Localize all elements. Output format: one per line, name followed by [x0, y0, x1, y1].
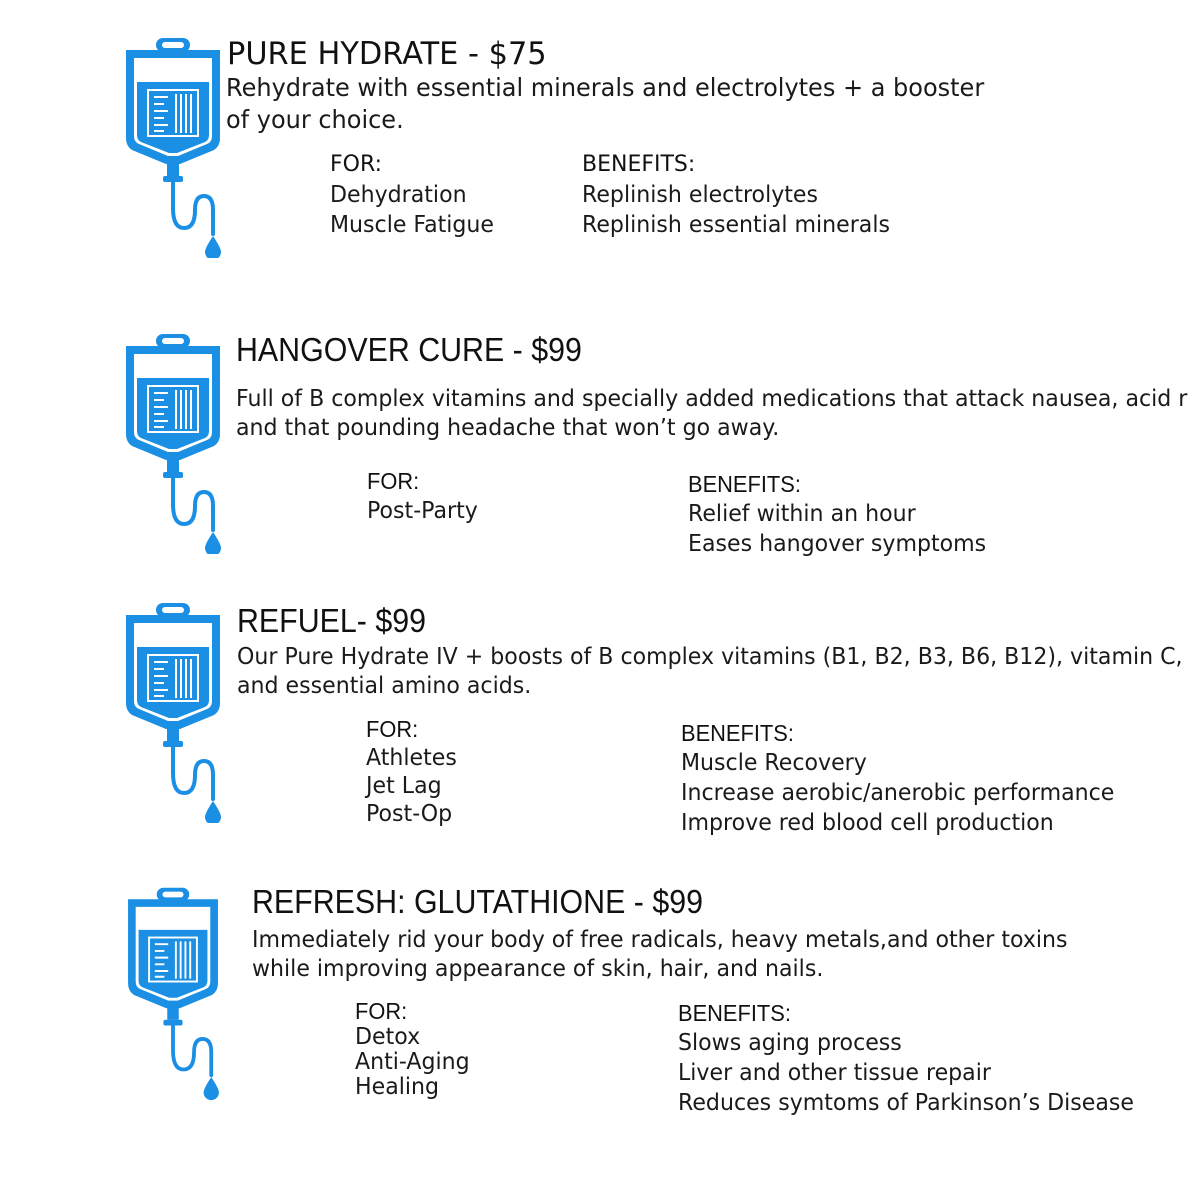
iv-bag-icon	[118, 334, 228, 554]
treatment-title: HANGOVER CURE - $99	[236, 331, 582, 368]
benefits-column: BENEFITS: Replinish electrolytes Replini…	[582, 150, 903, 240]
treatment-description-line: Our Pure Hydrate IV + boosts of B comple…	[237, 644, 1183, 670]
benefits-list: Muscle Recovery Increase aerobic/anerobi…	[681, 748, 1132, 838]
benefits-list-item: Muscle Recovery	[681, 750, 867, 776]
for-list-item: Post-Party	[367, 498, 478, 524]
benefits-heading: BENEFITS:	[681, 720, 794, 746]
for-column: FOR: Dehydration Muscle Fatigue	[330, 150, 501, 240]
benefits-column: BENEFITS: Slows aging process Liver and …	[678, 998, 1153, 1118]
benefits-list: Replinish electrolytes Replinish essenti…	[582, 180, 903, 240]
treatment-description-line: and that pounding headache that won’t go…	[236, 415, 780, 441]
for-list-item: Jet Lag	[366, 773, 442, 799]
for-column: FOR: Post-Party	[367, 466, 482, 526]
for-list-item: Detox	[355, 1024, 421, 1050]
for-list: Post-Party	[367, 496, 482, 526]
benefits-list: Slows aging process Liver and other tiss…	[678, 1028, 1153, 1118]
benefits-heading: BENEFITS:	[678, 1000, 791, 1026]
benefits-column: BENEFITS: Relief within an hour Eases ha…	[688, 469, 999, 559]
for-heading: FOR:	[355, 998, 408, 1024]
benefits-list-item: Replinish electrolytes	[582, 182, 819, 208]
iv-bag-icon	[118, 603, 228, 823]
benefits-list-item: Increase aerobic/anerobic performance	[681, 780, 1115, 806]
for-list-item: Muscle Fatigue	[330, 212, 495, 238]
for-list-item: Dehydration	[330, 182, 467, 208]
benefits-list-item: Eases hangover symptoms	[688, 531, 987, 557]
treatment-title: REFUEL- $99	[237, 602, 426, 639]
treatment-description-line: while improving appearance of skin, hair…	[252, 956, 824, 982]
treatment-title: PURE HYDRATE - $75	[227, 36, 547, 72]
for-list-item: Anti-Aging	[355, 1049, 470, 1075]
for-heading: FOR:	[367, 468, 420, 494]
for-column: FOR: Detox Anti-Aging Healing	[355, 998, 474, 1100]
treatment-description-line: Full of B complex vitamins and specially…	[236, 386, 1188, 412]
for-heading: FOR:	[330, 152, 382, 177]
benefits-list-item: Reduces symtoms of Parkinson’s Disease	[678, 1090, 1135, 1116]
benefits-list-item: Replinish essential minerals	[582, 212, 890, 238]
for-list: Athletes Jet Lag Post-Op	[366, 744, 461, 828]
benefits-list-item: Relief within an hour	[688, 501, 916, 527]
for-list-item: Healing	[355, 1074, 439, 1100]
benefits-list-item: Slows aging process	[678, 1030, 902, 1056]
benefits-heading: BENEFITS:	[688, 471, 801, 497]
benefits-list-item: Liver and other tissue repair	[678, 1060, 991, 1086]
benefits-column: BENEFITS: Muscle Recovery Increase aerob…	[681, 718, 1132, 838]
benefits-list-item: Improve red blood cell production	[681, 810, 1054, 836]
iv-bag-icon	[118, 38, 228, 258]
for-list: Dehydration Muscle Fatigue	[330, 180, 501, 240]
for-list-item: Athletes	[366, 745, 457, 771]
for-list: Detox Anti-Aging Healing	[355, 1025, 474, 1100]
treatment-description-line: Immediately rid your body of free radica…	[252, 927, 1068, 953]
treatment-description-line: and essential amino acids.	[237, 673, 532, 699]
treatment-description-line: of your choice.	[226, 105, 404, 134]
treatment-title: REFRESH: GLUTATHIONE - $99	[252, 883, 703, 920]
for-list-item: Post-Op	[366, 801, 453, 827]
treatment-description-line: Rehydrate with essential minerals and el…	[226, 73, 985, 102]
iv-bag-icon	[118, 883, 228, 1103]
for-column: FOR: Athletes Jet Lag Post-Op	[366, 714, 461, 828]
benefits-list: Relief within an hour Eases hangover sym…	[688, 499, 999, 559]
for-heading: FOR:	[366, 716, 419, 742]
benefits-heading: BENEFITS:	[582, 152, 696, 177]
